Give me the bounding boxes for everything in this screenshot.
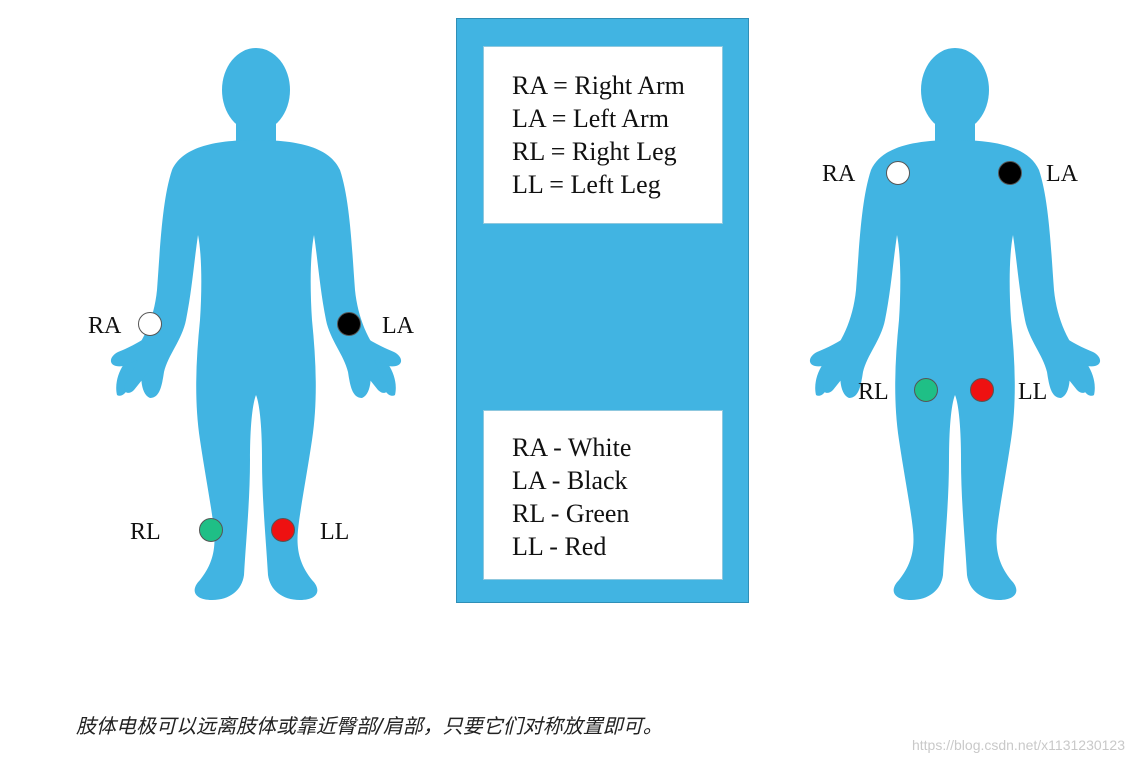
right-body-silhouette (809, 48, 1101, 600)
legend-color-rl: RL - Green (512, 499, 630, 528)
right-ll-electrode (970, 378, 994, 402)
left-ll-electrode (271, 518, 295, 542)
left-ll-label: LL (320, 519, 350, 545)
right-la-label: LA (1046, 161, 1078, 187)
legend-line-ra: RA = Right Arm (512, 71, 685, 100)
left-la-label: LA (382, 313, 414, 339)
right-ra-label: RA (822, 161, 856, 187)
legend-panel: RA = Right Arm LA = Left Arm RL = Right … (456, 18, 749, 603)
right-ll-label: LL (1018, 379, 1048, 405)
legend-colors-box: RA - White LA - Black RL - Green LL - Re… (483, 410, 723, 580)
left-ra-electrode (138, 312, 162, 336)
legend-line-ll: LL = Left Leg (512, 170, 661, 199)
right-ra-electrode (886, 161, 910, 185)
caption-text: 肢体电极可以远离肢体或靠近臀部/肩部，只要它们对称放置即可。 (76, 714, 663, 738)
legend-abbreviations-box: RA = Right Arm LA = Left Arm RL = Right … (483, 46, 723, 224)
left-body-silhouette (110, 48, 402, 600)
electrode-diagram: RA LA RL LL RA = Right Arm LA = Left Arm… (88, 18, 1101, 603)
watermark-text: https://blog.csdn.net/x1131230123 (911, 737, 1125, 753)
left-rl-label: RL (130, 519, 161, 545)
legend-color-ll: LL - Red (512, 532, 607, 561)
left-rl-electrode (199, 518, 223, 542)
right-rl-label: RL (858, 379, 889, 405)
right-la-electrode (998, 161, 1022, 185)
left-ra-label: RA (88, 313, 122, 339)
legend-line-la: LA = Left Arm (512, 104, 669, 133)
left-la-electrode (337, 312, 361, 336)
right-rl-electrode (914, 378, 938, 402)
legend-line-rl: RL = Right Leg (512, 137, 677, 166)
legend-color-la: LA - Black (512, 466, 628, 495)
legend-color-ra: RA - White (512, 433, 632, 462)
